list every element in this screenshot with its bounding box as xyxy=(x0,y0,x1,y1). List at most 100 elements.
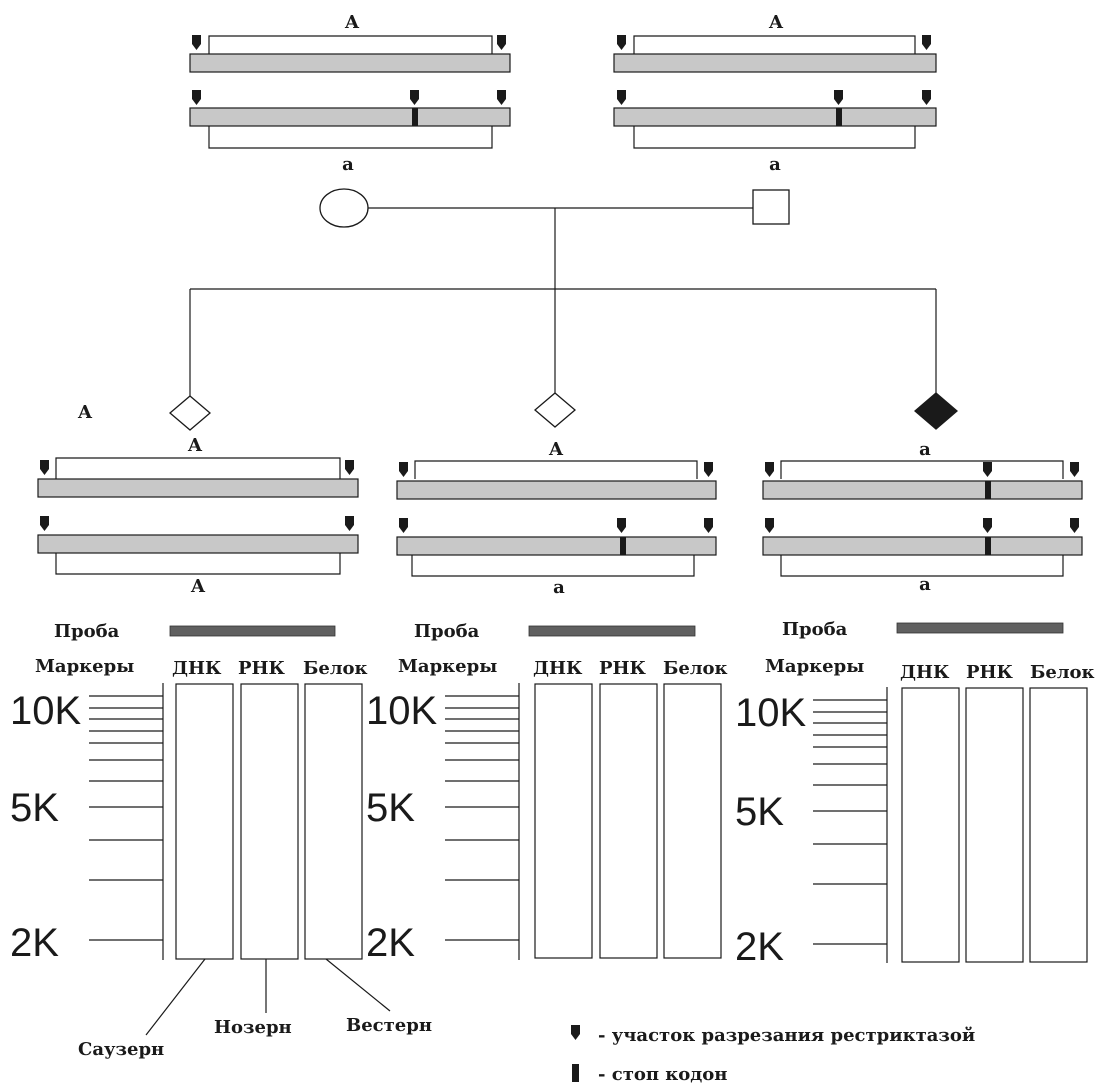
child3-chromosome-a2 xyxy=(762,536,1083,556)
markers-label: Маркеры xyxy=(398,656,497,677)
cut-site-icon xyxy=(399,462,408,477)
dna-lane xyxy=(175,683,234,960)
stop-codon-icon xyxy=(412,108,418,126)
cut-site-icon xyxy=(834,90,843,105)
dna-label: ДНК xyxy=(533,658,583,679)
stop-codon-icon xyxy=(620,537,626,555)
cut-site-icon xyxy=(497,90,506,105)
cut-site-icon xyxy=(1070,518,1079,533)
mother-bottom-fragment-bracket xyxy=(208,126,493,149)
scale-2k-label: 2K xyxy=(10,921,59,965)
protein-label: Белок xyxy=(1030,662,1095,683)
father-allele-top-label: A xyxy=(768,12,784,33)
child2-chromosomes: A a xyxy=(396,439,717,598)
cut-site-icon xyxy=(40,516,49,531)
child3-allele-top-label: a xyxy=(919,439,931,460)
cut-site-icon xyxy=(765,518,774,533)
cut-site-markers xyxy=(40,35,1079,533)
marker-ladder xyxy=(813,699,887,945)
rna-label: РНК xyxy=(238,658,286,679)
markers-label: Маркеры xyxy=(35,656,134,677)
southern-label: Саузерн xyxy=(78,1039,164,1060)
mother-chromosome-a xyxy=(189,107,511,127)
mother-chromosome-A xyxy=(189,53,511,73)
rna-lane xyxy=(599,683,658,959)
northern-label: Нозерн xyxy=(214,1017,292,1038)
cut-site-icon xyxy=(704,518,713,533)
dna-lane xyxy=(901,687,960,963)
father-allele-bottom-label: a xyxy=(769,154,781,175)
scale-2k-label: 2K xyxy=(366,921,415,965)
child3-bottom-fragment-bracket xyxy=(780,555,1064,577)
scale-5k-label: 5K xyxy=(735,790,784,834)
child2-allele-top-label: A xyxy=(548,439,564,460)
rna-lane xyxy=(240,683,299,960)
child3-chromosomes: a a xyxy=(762,439,1083,595)
cut-site-icon xyxy=(922,35,931,50)
cut-site-icon xyxy=(497,35,506,50)
father-symbol-square xyxy=(752,189,790,225)
rna-label: РНК xyxy=(599,658,647,679)
legend-cut-site-label: - участок разрезания рестриктазой xyxy=(598,1025,975,1046)
cut-site-icon xyxy=(192,90,201,105)
protein-lane xyxy=(304,683,363,960)
mother-allele-bottom-label: a xyxy=(342,154,354,175)
stop-codon-icon xyxy=(572,1064,579,1082)
father-chromosome-A xyxy=(613,53,937,73)
child3-top-fragment-bracket xyxy=(780,460,1064,479)
child3-symbol-diamond-affected xyxy=(914,392,958,430)
cut-site-icon xyxy=(983,518,992,533)
dna-label: ДНК xyxy=(172,658,222,679)
legend-stop-codon-label: - стоп кодон xyxy=(598,1064,727,1085)
child1-symbol-diamond xyxy=(168,395,212,431)
blot-panel-2: Проба Маркеры ДНК РНК Белок 10K 5K 2K xyxy=(366,621,728,965)
mother-allele-top-label: A xyxy=(344,12,360,33)
child2-bottom-fragment-bracket xyxy=(411,555,695,577)
scale-10k-label: 10K xyxy=(735,691,806,735)
stop-codon-icon xyxy=(985,481,991,499)
cut-site-icon xyxy=(617,518,626,533)
dna-lane xyxy=(534,683,593,959)
mother-chromosomes: A a xyxy=(189,12,511,175)
southern-pointer xyxy=(145,958,206,1036)
mother-symbol-circle xyxy=(319,188,369,228)
cut-site-icon xyxy=(983,462,992,477)
child1-chromosome-2 xyxy=(37,534,359,554)
child3-allele-bottom-label: a xyxy=(919,574,931,595)
marker-ladder xyxy=(89,695,163,941)
child2-top-fragment-bracket xyxy=(414,460,698,479)
dna-label: ДНК xyxy=(900,662,950,683)
scale-5k-label: 5K xyxy=(10,786,59,830)
western-label: Вестерн xyxy=(346,1015,432,1036)
child1-allele-top-label: A xyxy=(187,435,203,456)
scale-10k-label: 10K xyxy=(366,689,437,733)
protein-lane xyxy=(663,683,722,959)
child1-chromosome-1 xyxy=(37,478,359,498)
probe-label: Проба xyxy=(54,621,120,642)
child1-side-label: A xyxy=(77,402,93,423)
cut-site-icon xyxy=(571,1025,580,1040)
father-chromosome-a xyxy=(613,107,937,127)
probe-bar xyxy=(169,625,336,637)
rna-lane xyxy=(965,687,1024,963)
father-bottom-fragment-bracket xyxy=(633,126,916,149)
stop-codon-icon xyxy=(836,108,842,126)
father-chromosomes: A a xyxy=(613,12,937,175)
cut-site-icon xyxy=(345,516,354,531)
child1-chromosomes: A A xyxy=(37,435,359,597)
cut-site-icon xyxy=(192,35,201,50)
cut-site-icon xyxy=(922,90,931,105)
blot-panel-1: Проба Маркеры ДНК РНК Белок 10K 5K 2K Са… xyxy=(10,621,432,1060)
child2-allele-bottom-label: a xyxy=(553,577,565,598)
stop-codon-icon xyxy=(985,537,991,555)
probe-bar xyxy=(528,625,696,637)
pedigree-lines xyxy=(189,207,937,396)
cut-site-icon xyxy=(704,462,713,477)
cut-site-icon xyxy=(617,90,626,105)
cut-site-icon xyxy=(40,460,49,475)
father-top-fragment-bracket xyxy=(633,35,916,54)
child1-allele-bottom-label: A xyxy=(190,576,206,597)
protein-label: Белок xyxy=(303,658,368,679)
cut-site-icon xyxy=(410,90,419,105)
